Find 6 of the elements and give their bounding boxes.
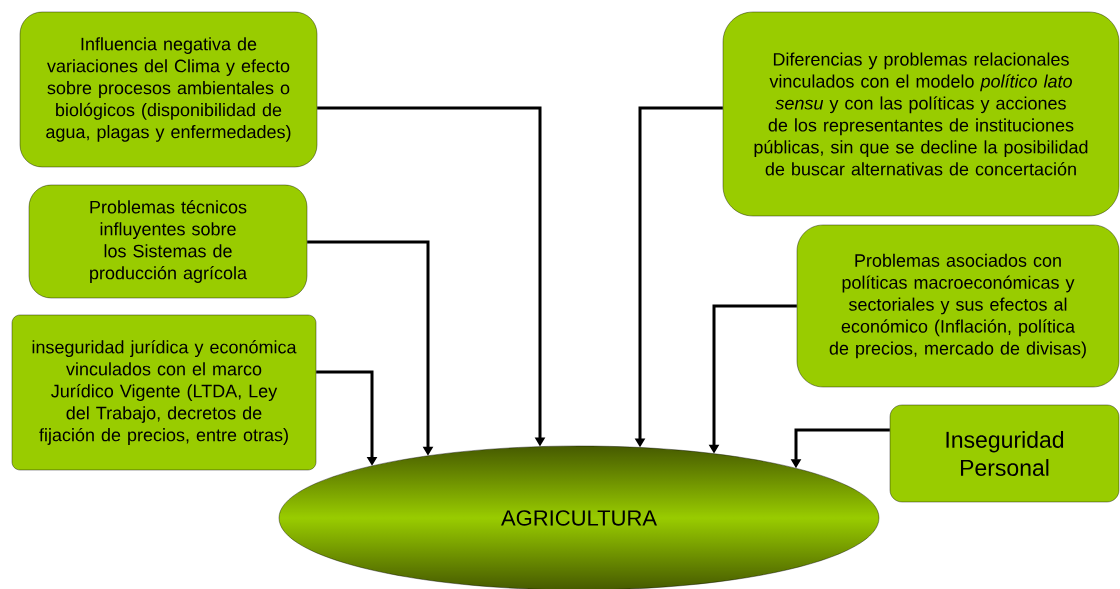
text-box: Problemas técnicos influyentes sobre los Sistemas de producción agrícola: [28, 184, 308, 299]
text-box: Diferencias y problemas relacionales vinculados con el modelo político lato sensu y con las políticas y acciones de los representantes de instituciones públicas, sin que se decline la posibilidad de buscar alternativas de concertación: [722, 11, 1120, 217]
text-box: Inseguridad Personal: [889, 404, 1120, 503]
text-box: inseguridad jurídica y económica vinculados con el marco Jurídico Vigente (LTDA, Ley del Trabajo, decretos de fijación de precios, entre otras): [11, 314, 317, 471]
text-box: Influencia negativa de variaciones del Clima y efecto sobre procesos ambientales o biológicos (disponibilidad de agua, plagas y enfermedades): [19, 11, 318, 168]
text-box: Problemas asociados con políticas macroeconómicas y sectoriales y sus efectos al económico (Inflación, política de precios, mercado de divisas): [796, 224, 1120, 388]
